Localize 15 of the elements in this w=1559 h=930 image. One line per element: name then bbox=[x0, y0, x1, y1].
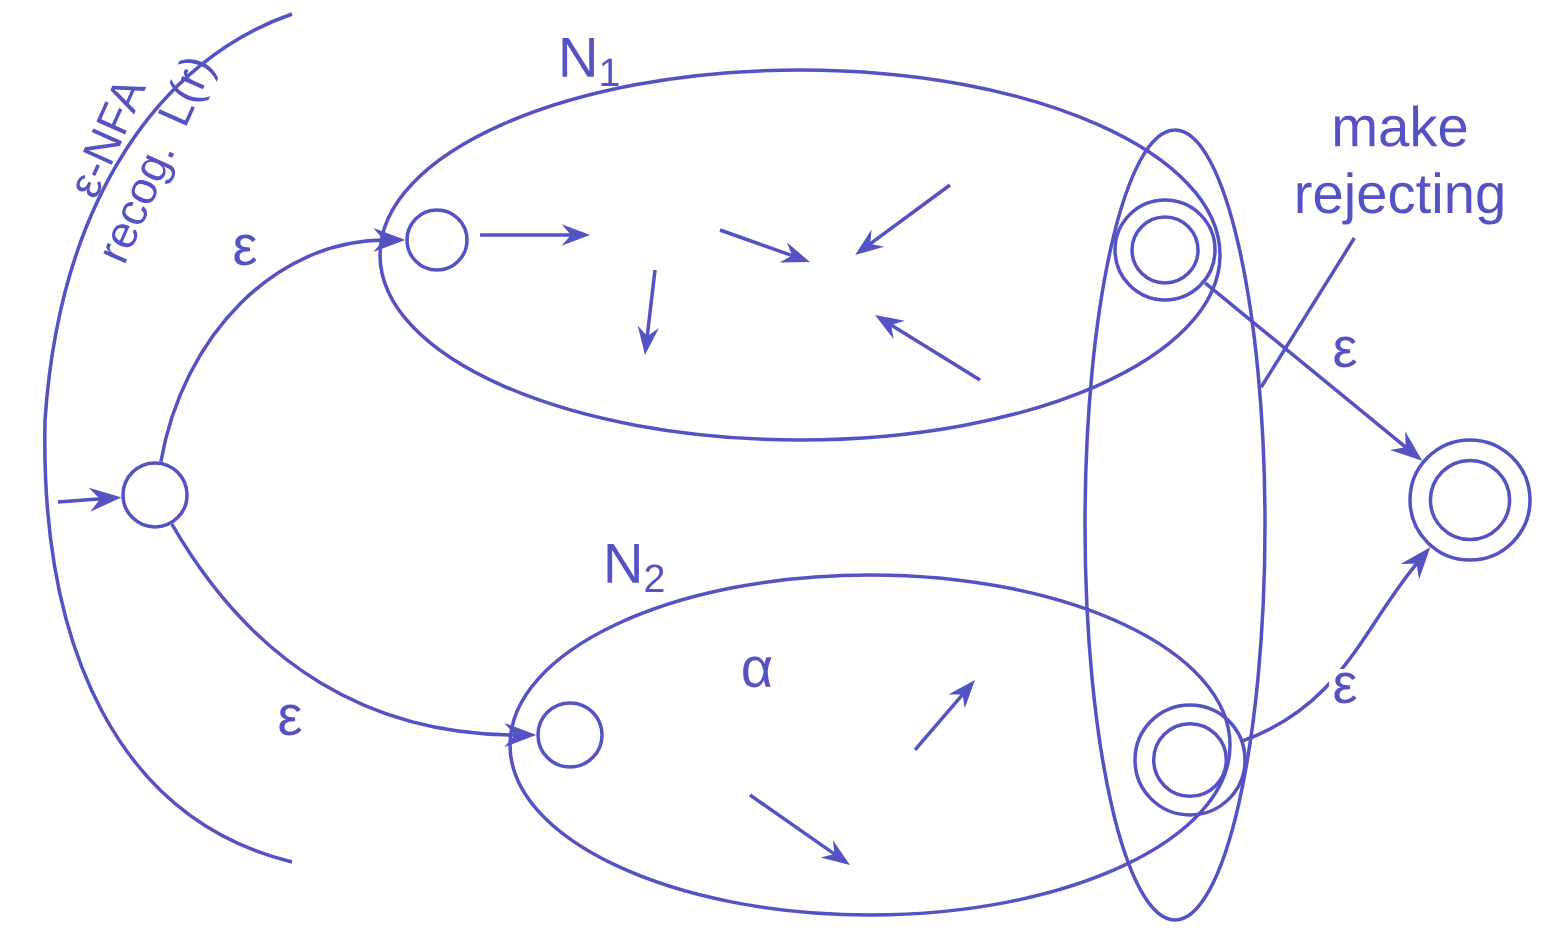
state-circle bbox=[405, 208, 469, 272]
state-circle bbox=[121, 461, 189, 529]
edge-label: ε bbox=[1328, 669, 1362, 707]
symbol-label: α bbox=[743, 656, 772, 688]
state-circle bbox=[536, 701, 604, 769]
accept-state bbox=[1113, 198, 1217, 302]
edge-label: ε bbox=[1328, 333, 1362, 371]
edge-label: ε bbox=[273, 701, 307, 739]
node-label: N bbox=[562, 38, 594, 77]
note-text: make rejecting bbox=[1297, 105, 1503, 225]
accept-state bbox=[1133, 703, 1247, 817]
group-ellipse bbox=[1083, 128, 1267, 922]
edge-label: ε bbox=[228, 231, 262, 269]
leader-line bbox=[1259, 237, 1356, 389]
accept-state bbox=[1408, 438, 1532, 562]
